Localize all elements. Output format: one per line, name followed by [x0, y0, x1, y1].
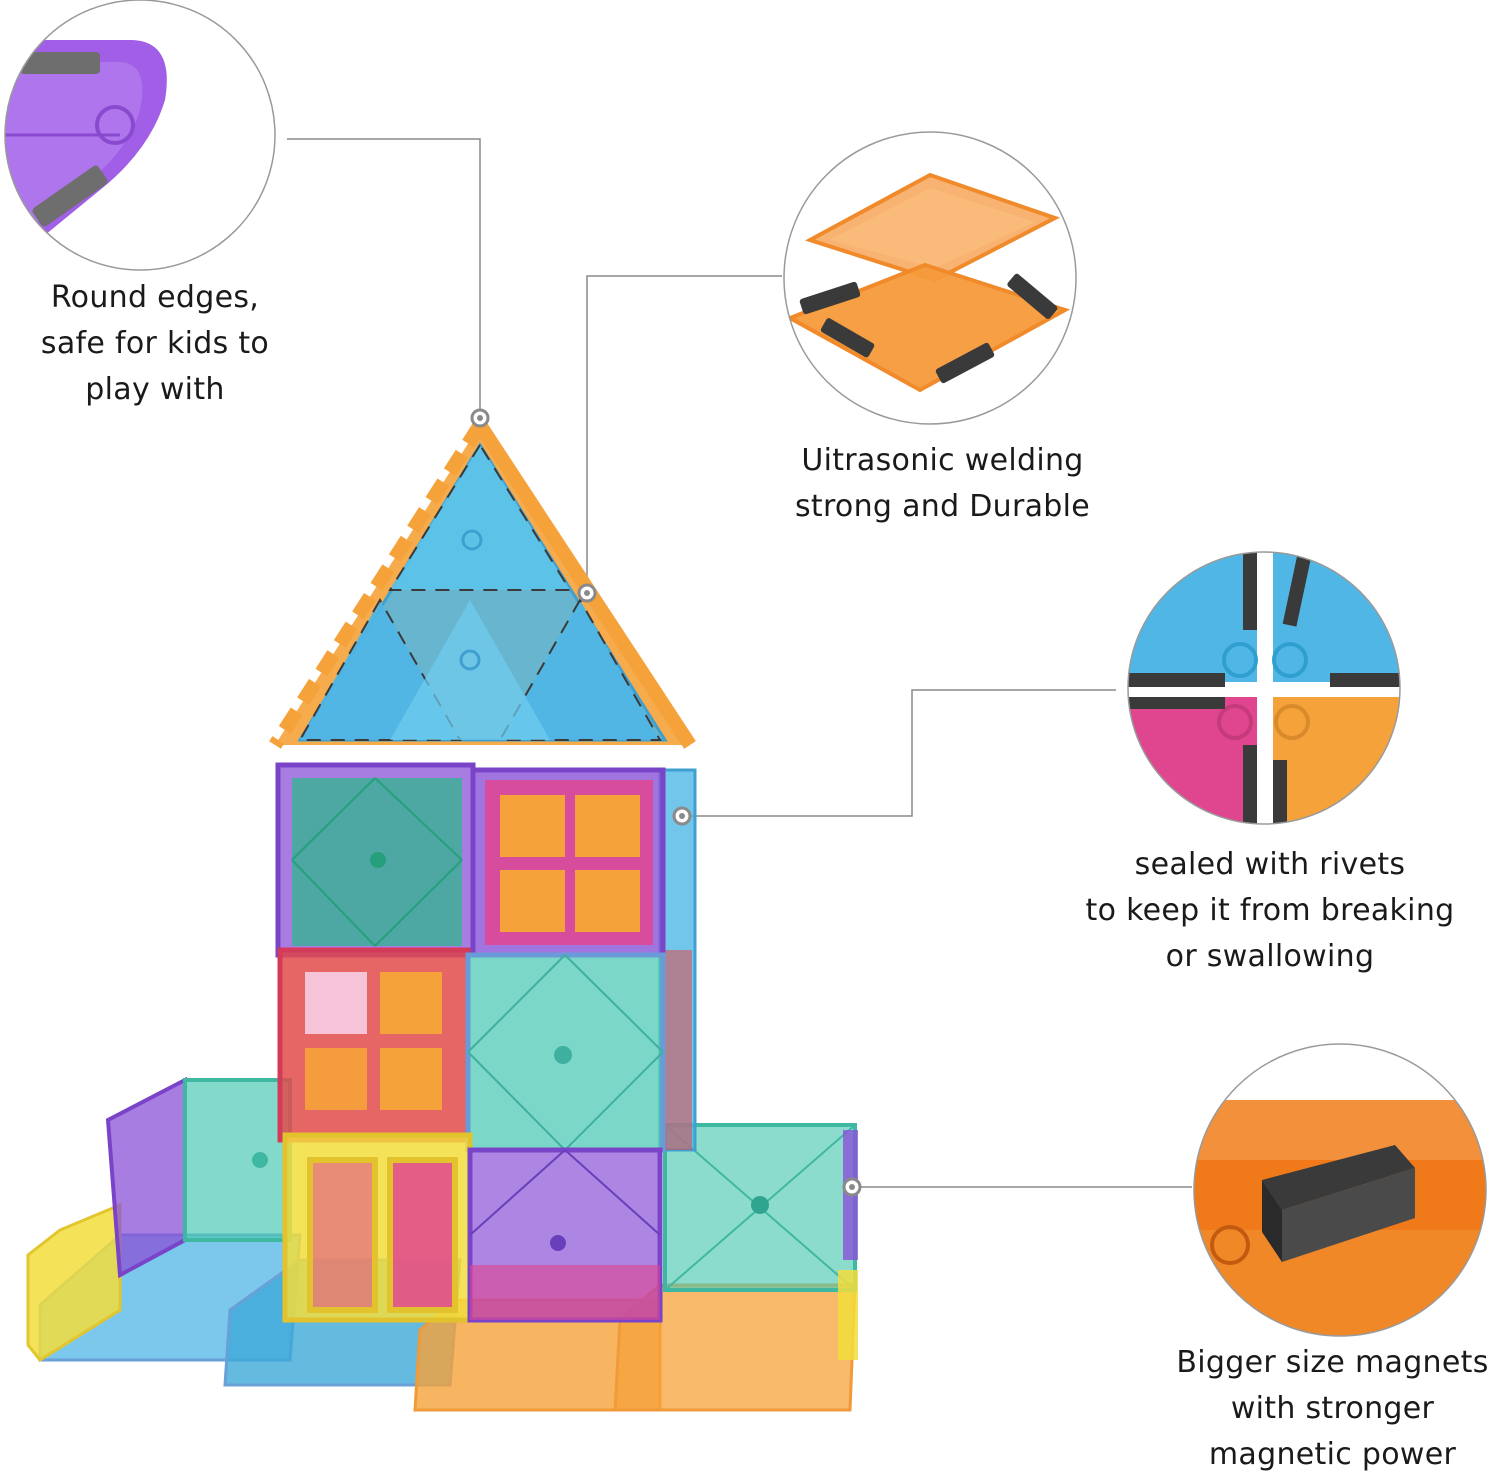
caption-round-edges: Round edges, safe for kids to play with	[0, 275, 310, 413]
caption-line: strong and Durable	[794, 489, 1091, 524]
right-low-wall	[663, 1123, 858, 1360]
detail-circle-round-edges	[4, 0, 276, 271]
caption-line: Uitrasonic welding	[801, 443, 1084, 478]
caption-ultrasonic-welding: Uitrasonic welding strong and Durable	[760, 438, 1125, 530]
caption-line: safe for kids to	[40, 326, 270, 361]
caption-line: play with	[85, 372, 225, 407]
caption-line: Bigger size magnets	[1176, 1345, 1489, 1380]
roof	[269, 421, 696, 749]
tile-row-1	[275, 762, 666, 958]
caption-line: sealed with rivets	[1134, 847, 1406, 882]
caption-bigger-magnets: Bigger size magnets with stronger magnet…	[1165, 1340, 1500, 1478]
magnetic-tile-castle	[26, 421, 858, 1412]
left-low-wall	[26, 1076, 292, 1362]
detail-circle-rivets	[1127, 551, 1401, 825]
leader-line-rivets	[682, 689, 1116, 817]
leader-lines	[287, 138, 1192, 1188]
caption-sealed-rivets: sealed with rivets to keep it from break…	[1065, 842, 1475, 980]
caption-line: or swallowing	[1165, 939, 1375, 974]
tile-row-3	[282, 1132, 663, 1323]
detail-circle-welding	[783, 131, 1077, 425]
leader-line-welding	[586, 275, 782, 593]
caption-line: Round edges,	[50, 280, 260, 315]
caption-line: to keep it from breaking	[1085, 893, 1455, 928]
detail-circle-magnets	[1193, 1043, 1487, 1337]
caption-line: with stronger	[1230, 1391, 1435, 1426]
leader-line-round-edges	[287, 138, 481, 418]
tile-row-2	[277, 947, 666, 1153]
caption-line: magnetic power	[1208, 1437, 1457, 1472]
